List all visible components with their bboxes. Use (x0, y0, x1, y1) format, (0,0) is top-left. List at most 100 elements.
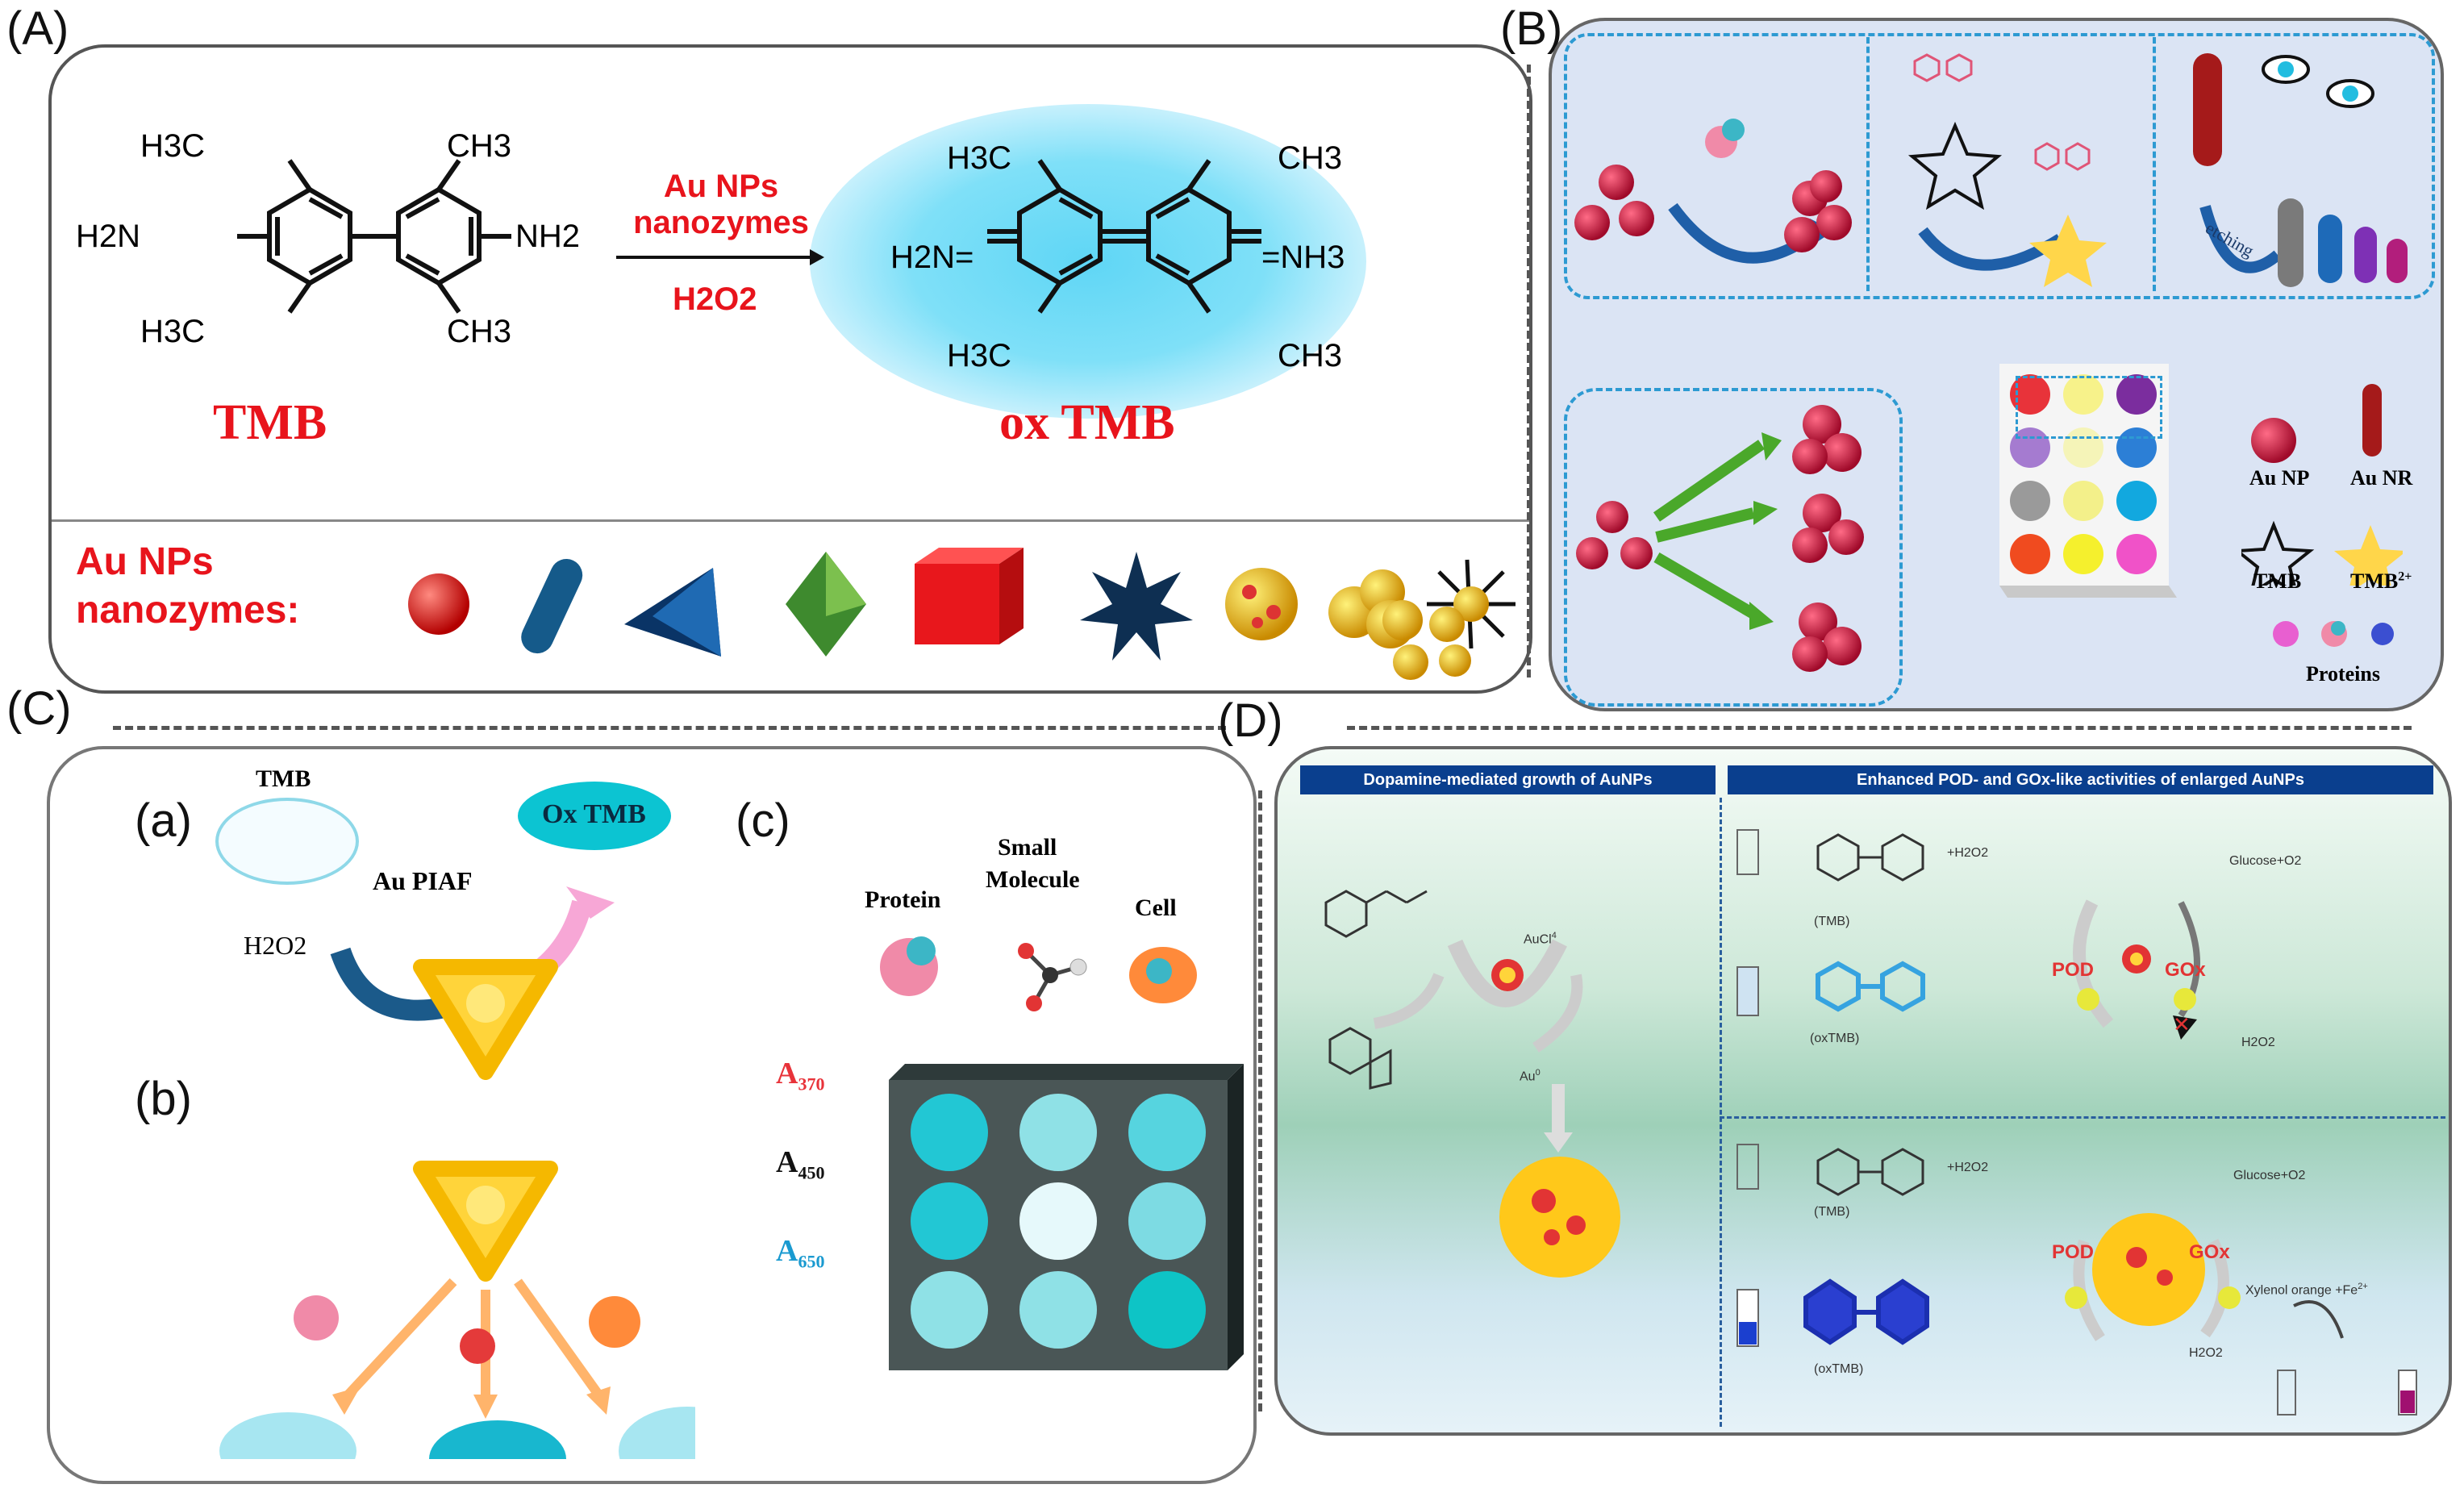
a450-label: A450 (776, 1145, 825, 1183)
oxtmb-glow (810, 104, 1366, 419)
plate-well (1128, 1182, 1206, 1260)
d-h2o2-plus-top: +H2O2 (1947, 846, 1989, 860)
plate-well (1019, 1182, 1097, 1260)
enlarged-aunp-icon (1499, 1157, 1620, 1278)
d-oxtmb-bottom: (oxTMB) (1814, 1362, 1864, 1376)
legend-au-np: Au NP (2249, 466, 2310, 490)
c-analyte-icons (880, 936, 1197, 1011)
panel-a: H3C CH3 H2N NH2 H3C CH3 TMB Au NPs nanoz… (48, 44, 1532, 694)
star-icon (1080, 552, 1193, 661)
au-nr-icon (2362, 384, 2382, 457)
gold-nanorod-icon (2193, 53, 2222, 166)
d-h2o2-plus-bottom: +H2O2 (1947, 1161, 1989, 1174)
sub-a: (a) (135, 794, 192, 847)
c-oxtmb-bubble (518, 782, 671, 850)
array-spot (2063, 534, 2103, 574)
d-tmb-bottom: (TMB) (1814, 1205, 1850, 1219)
oxtmb-left-group: H2N= (890, 240, 974, 275)
divider-1 (1866, 37, 1870, 291)
d-tmb-top: (TMB) (1814, 915, 1850, 928)
arrow-oxidant: H2O2 (673, 281, 757, 317)
separator-ab (1527, 65, 1531, 678)
reaction-arrow (616, 249, 824, 265)
c-tmb-bubble (215, 798, 359, 885)
sphere-icon (408, 573, 469, 635)
array-spot (2116, 374, 2157, 415)
tmb-top-left: H3C (140, 128, 206, 164)
sub-c: (c) (736, 794, 790, 847)
array-spot (2010, 534, 2050, 574)
d-pod-top: POD (2052, 959, 2095, 981)
d-right-bottom-art (1736, 1144, 2417, 1416)
panel-d: Dopamine-mediated growth of AuNPs Enhanc… (1274, 746, 2452, 1436)
bottom-detail-art (1576, 405, 1864, 672)
legend-tmb2: TMB2+ (2350, 569, 2412, 593)
d-enlarged-aunp-icon (2092, 1213, 2205, 1326)
array-highlight (2016, 376, 2162, 439)
divider-2 (2153, 37, 2156, 291)
au-np-icon (2251, 418, 2296, 463)
c-left-art (219, 886, 695, 1459)
oxtmb-top-left: H3C (947, 140, 1012, 176)
d-gox-top: GOx (2165, 959, 2206, 981)
scattered-spheres-icon (1382, 600, 1471, 680)
c-small-label: Small (998, 834, 1057, 861)
tmb-name: TMB (213, 395, 327, 450)
panel-c-label: (C) (6, 682, 72, 735)
d-glucose-bottom: Glucose+O2 (2233, 1169, 2306, 1182)
separator-d (1347, 726, 2412, 730)
a650-label: A650 (776, 1234, 825, 1272)
oxtmb-bottom-left: H3C (947, 338, 1012, 373)
legend-icons (2241, 384, 2403, 586)
plate-well (911, 1271, 988, 1349)
c-well-plate (889, 1064, 1244, 1370)
d-aucl4-label: AuCl4 (1524, 931, 1557, 947)
oxtmb-name: ox TMB (999, 395, 1175, 450)
legend-tmb: TMB (2253, 569, 2302, 593)
legend-tmb2-star (2334, 525, 2403, 586)
sub-b: (b) (135, 1073, 192, 1125)
svg-text:✕: ✕ (2173, 1013, 2191, 1037)
panel-a-label: (A) (6, 2, 69, 55)
array-spot (2116, 481, 2157, 521)
legend-proteins-icons (2273, 621, 2394, 647)
c-tmb-label: TMB (256, 765, 311, 792)
panel-d-label: (D) (1218, 694, 1283, 747)
tmb-structure (237, 159, 511, 314)
nanozymes-label-line1: Au NPs (76, 540, 214, 583)
oxtmb-bottom-right: CH3 (1278, 338, 1343, 373)
pod-face-icon (2077, 988, 2099, 1011)
array-spot (2063, 374, 2103, 415)
au-piaf-icon-2 (413, 1161, 558, 1282)
d-oxtmb-top: (oxTMB) (1810, 1032, 1860, 1045)
d-h2o2-top: H2O2 (2241, 1036, 2275, 1049)
tmb-bottom-left: H3C (140, 314, 206, 349)
tmb-left-group: H2N (76, 219, 141, 254)
d-xylenol: Xylenol orange +Fe2+ (2245, 1282, 2368, 1298)
tmb2-star-icon (2029, 215, 2107, 287)
rod-icon (521, 559, 583, 654)
top-detail-art (1574, 53, 2408, 287)
oxtmb-structure (987, 159, 1261, 314)
legend-au-nr: Au NR (2350, 466, 2413, 490)
d-right-top-art: ✕ (1736, 829, 2200, 1040)
eye-icon (2262, 55, 2310, 84)
array-spot (2116, 534, 2157, 574)
arrow-catalyst-line2: nanozymes (633, 205, 809, 240)
au-piaf-icon (413, 959, 558, 1080)
a370-label: A370 (776, 1057, 825, 1094)
c-protein-label: Protein (865, 886, 941, 913)
tmb-bottom-right: CH3 (447, 314, 512, 349)
c-au-piaf-label: Au PIAF (373, 866, 473, 895)
nanozyme-shapes (408, 548, 1516, 661)
colorimetric-array (1999, 364, 2177, 598)
cube-icon (915, 564, 999, 644)
c-oxtmb-label: Ox TMB (542, 799, 646, 829)
plate-well (911, 1182, 988, 1260)
d-pod-bottom: POD (2052, 1241, 2095, 1263)
d-gox-bottom: GOx (2189, 1241, 2230, 1263)
d-glucose-top: Glucose+O2 (2229, 854, 2302, 868)
bottom-detail-box (1564, 388, 1903, 707)
array-spot (2063, 481, 2103, 521)
c-molecule-label: Molecule (986, 866, 1080, 893)
